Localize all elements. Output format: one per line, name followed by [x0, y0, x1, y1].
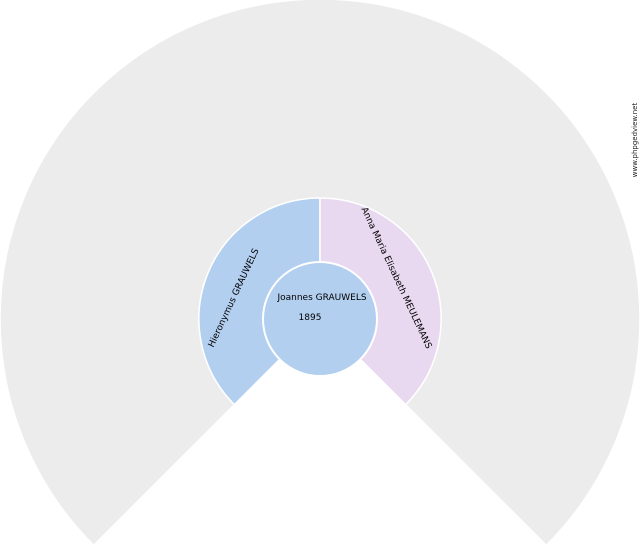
mother-box-link[interactable]: Anna Maria Elisabeth MEULEMANS — [319, 197, 442, 406]
root-person-circle[interactable] — [262, 261, 378, 377]
watermark-text: www.phpgedview.net — [631, 103, 639, 178]
root-person-link[interactable]: Joannes GRAUWELS 1895 — [262, 261, 378, 377]
root-person-name[interactable]: Joannes GRAUWELS — [276, 293, 366, 303]
root-person-year: 1895 — [299, 313, 322, 323]
